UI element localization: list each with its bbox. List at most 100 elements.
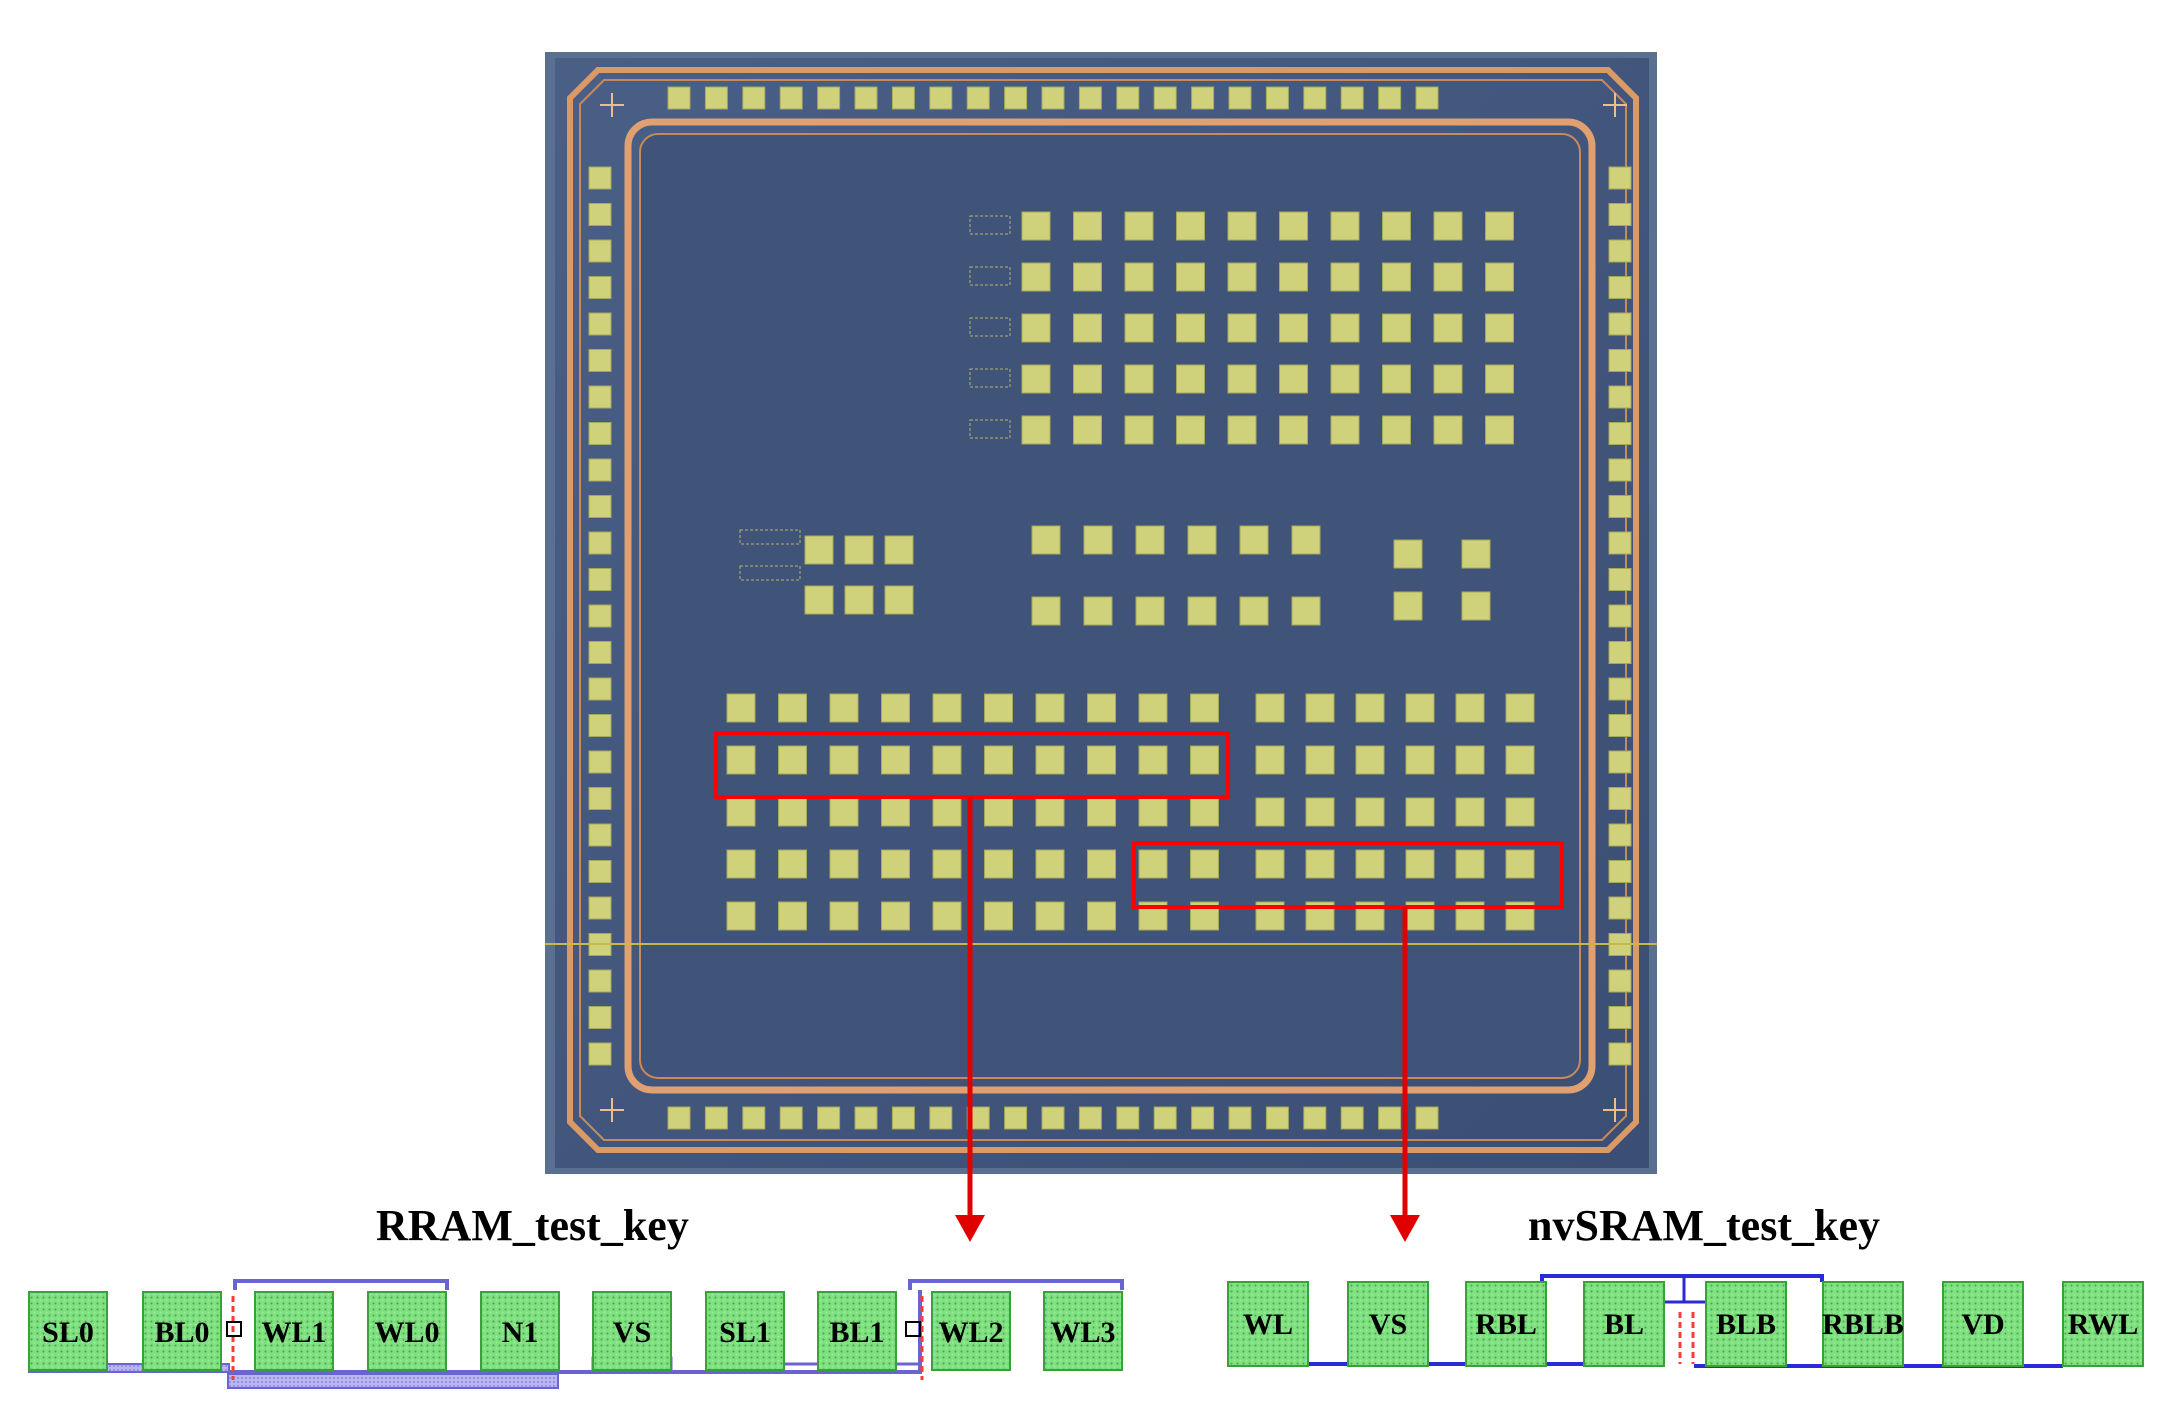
rram-wire bbox=[908, 1279, 1124, 1290]
bond-pad bbox=[1505, 745, 1535, 775]
outer-seal-ring bbox=[567, 67, 1639, 1153]
bond-pad bbox=[1227, 364, 1257, 394]
io-pad-top bbox=[966, 86, 990, 110]
io-pad-left bbox=[588, 750, 612, 774]
io-pad-top bbox=[1191, 86, 1215, 110]
io-pad-bottom bbox=[1041, 1106, 1065, 1130]
bond-pad bbox=[778, 693, 807, 723]
io-pad-top bbox=[1041, 86, 1065, 110]
nvsram-pad-rwl bbox=[2062, 1281, 2144, 1367]
nvsram-pad-rbl bbox=[1465, 1281, 1547, 1367]
bond-pad bbox=[932, 797, 962, 827]
io-pad-left bbox=[588, 568, 612, 591]
bond-pad bbox=[804, 535, 834, 565]
nvsram-pad-rblb bbox=[1822, 1281, 1904, 1367]
io-pad-top bbox=[779, 86, 803, 110]
io-pad-left bbox=[588, 823, 612, 847]
bond-pad bbox=[1135, 596, 1165, 626]
io-pad-top bbox=[854, 86, 878, 110]
bond-pad bbox=[1382, 313, 1411, 343]
io-pad-left bbox=[588, 1006, 612, 1029]
io-pad-left bbox=[588, 385, 612, 409]
rram-pad-label: SL0 bbox=[42, 1316, 94, 1349]
rram-pad-sl1 bbox=[705, 1291, 785, 1371]
bond-pad bbox=[829, 693, 859, 723]
io-pad-right bbox=[1608, 239, 1632, 263]
io-pad-top bbox=[1078, 86, 1102, 110]
bond-pad bbox=[881, 693, 910, 723]
bond-pad bbox=[1035, 901, 1065, 931]
io-pad-left bbox=[588, 1042, 612, 1066]
pad-label-marking bbox=[739, 565, 801, 581]
bond-pad bbox=[1035, 745, 1065, 775]
io-pad-left bbox=[588, 896, 612, 920]
bond-pad bbox=[1505, 693, 1535, 723]
bond-pad bbox=[1187, 596, 1217, 626]
bond-pad bbox=[1461, 539, 1491, 569]
io-pad-right bbox=[1608, 495, 1632, 518]
bond-pad bbox=[778, 901, 807, 931]
bond-pad bbox=[1035, 693, 1065, 723]
bond-pad bbox=[1355, 745, 1385, 775]
bond-pad bbox=[829, 745, 859, 775]
rram-test-key-title: RRAM_test_key bbox=[376, 1201, 689, 1250]
bond-pad bbox=[1279, 211, 1308, 241]
pad-label-marking bbox=[969, 215, 1011, 235]
nvsram-pad-label: RBL bbox=[1475, 1308, 1537, 1341]
bond-pad bbox=[1433, 313, 1463, 343]
io-pad-left bbox=[588, 677, 612, 701]
bond-pad bbox=[1176, 364, 1205, 394]
nvsram-pad-label: WL bbox=[1243, 1308, 1293, 1341]
nvsram-wire bbox=[1682, 1276, 1706, 1304]
bond-pad bbox=[829, 901, 859, 931]
bond-pad bbox=[726, 693, 756, 723]
io-pad-top bbox=[1153, 86, 1177, 110]
bond-pad bbox=[726, 849, 756, 879]
io-pad-bottom bbox=[1415, 1106, 1439, 1130]
io-pad-right bbox=[1608, 787, 1632, 810]
rram-pad-label: BL1 bbox=[829, 1316, 884, 1349]
rram-pad-label: BL0 bbox=[154, 1316, 209, 1349]
io-pad-top bbox=[817, 86, 841, 110]
io-pad-left bbox=[588, 495, 612, 518]
io-pad-right bbox=[1608, 276, 1632, 299]
io-pad-right bbox=[1608, 969, 1632, 993]
bond-pad bbox=[1021, 313, 1051, 343]
bond-pad bbox=[1176, 211, 1205, 241]
bond-pad bbox=[1227, 211, 1257, 241]
bond-pad bbox=[844, 585, 874, 615]
bond-pad bbox=[844, 535, 874, 565]
nvsram-arrow bbox=[1390, 907, 1420, 1242]
io-pad-right bbox=[1608, 1042, 1632, 1066]
bond-pad bbox=[1355, 693, 1385, 723]
bond-pad bbox=[1382, 262, 1411, 292]
nvsram-pad-vs bbox=[1347, 1281, 1429, 1367]
nvsram-pad-blb bbox=[1705, 1281, 1787, 1367]
bond-pad bbox=[1485, 313, 1514, 343]
bond-pad bbox=[1405, 693, 1435, 723]
bond-pad bbox=[1330, 211, 1360, 241]
pad-label-marking bbox=[739, 529, 801, 545]
bond-pad bbox=[726, 745, 756, 775]
pad-label-marking bbox=[969, 317, 1011, 337]
bond-pad bbox=[829, 849, 859, 879]
bond-pad bbox=[1083, 596, 1113, 626]
bond-pad bbox=[1405, 849, 1435, 879]
bond-pad bbox=[1355, 849, 1385, 879]
io-pad-left bbox=[588, 641, 612, 664]
io-pad-right bbox=[1608, 312, 1632, 336]
bond-pad bbox=[932, 849, 962, 879]
io-pad-right bbox=[1608, 531, 1632, 555]
bond-pad bbox=[1073, 211, 1102, 241]
io-pad-bottom bbox=[1078, 1106, 1102, 1130]
bond-pad bbox=[881, 745, 910, 775]
bond-pad bbox=[984, 901, 1013, 931]
io-pad-bottom bbox=[1340, 1106, 1364, 1130]
bond-pad bbox=[1138, 693, 1168, 723]
io-pad-right bbox=[1608, 823, 1632, 847]
io-pad-right bbox=[1608, 750, 1632, 774]
io-pad-top bbox=[704, 86, 728, 110]
io-pad-right bbox=[1608, 385, 1632, 409]
bond-pad bbox=[1138, 849, 1168, 879]
